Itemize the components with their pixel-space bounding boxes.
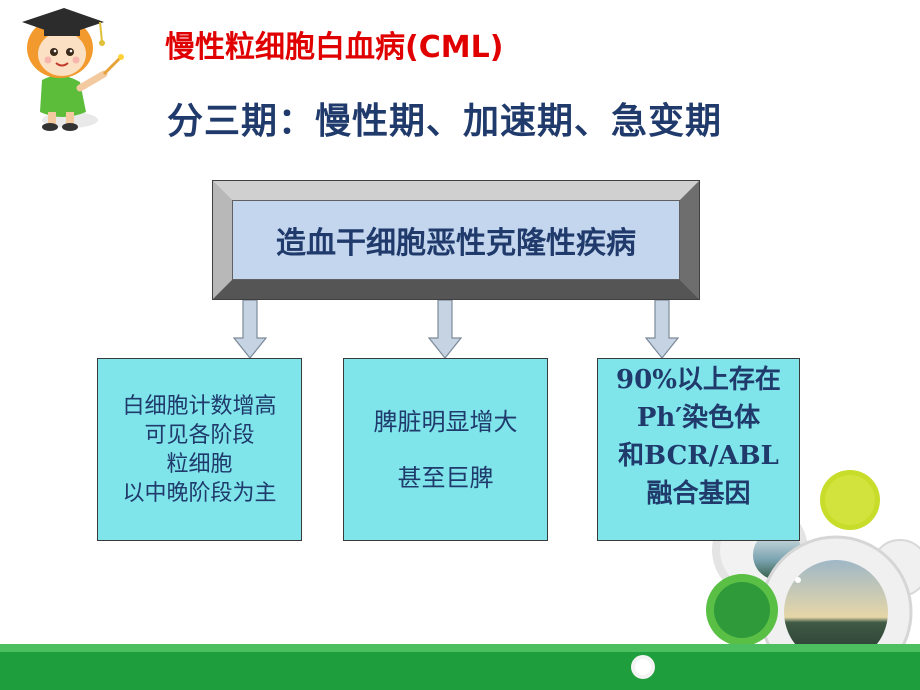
card-line: 粒细胞 [166, 451, 233, 477]
slide-subtitle: 分三期：慢性期、加速期、急变期 [167, 101, 723, 142]
card-line: 融合基因 [646, 479, 751, 509]
card-line: 90%以上存在 [616, 365, 781, 395]
cartoon-graduate-mascot [22, 8, 124, 131]
main-concept-box: 造血干细胞恶性克隆性疾病 [212, 180, 700, 300]
down-arrow-icon [233, 300, 267, 359]
card-line: 脾脏明显增大 [373, 407, 518, 436]
down-arrow-icon [645, 300, 679, 359]
card-line: 白细胞计数增高 [122, 393, 277, 419]
slide-title: 慢性粒细胞白血病(CML) [165, 30, 504, 65]
card-line: 可见各阶段 [144, 422, 255, 448]
main-concept-text: 造血干细胞恶性克隆性疾病 [232, 200, 680, 280]
bottom-green-band [0, 644, 920, 690]
card-white-blood-cells: 白细胞计数增高 可见各阶段 粒细胞 以中晚阶段为主 [97, 358, 302, 541]
card-line: 甚至巨脾 [397, 463, 494, 492]
card-line: 以中晚阶段为主 [122, 480, 277, 506]
decorative-circles [706, 470, 920, 689]
card-line: Ph′染色体 [636, 403, 761, 433]
bevel-frame [212, 180, 700, 300]
down-arrow-icon [428, 300, 462, 359]
card-line: 和BCR/ABL [618, 441, 779, 471]
card-spleen: 脾脏明显增大 甚至巨脾 [343, 358, 548, 541]
card-ph-chromosome: 90%以上存在 Ph′染色体 和BCR/ABL 融合基因 [597, 358, 800, 541]
